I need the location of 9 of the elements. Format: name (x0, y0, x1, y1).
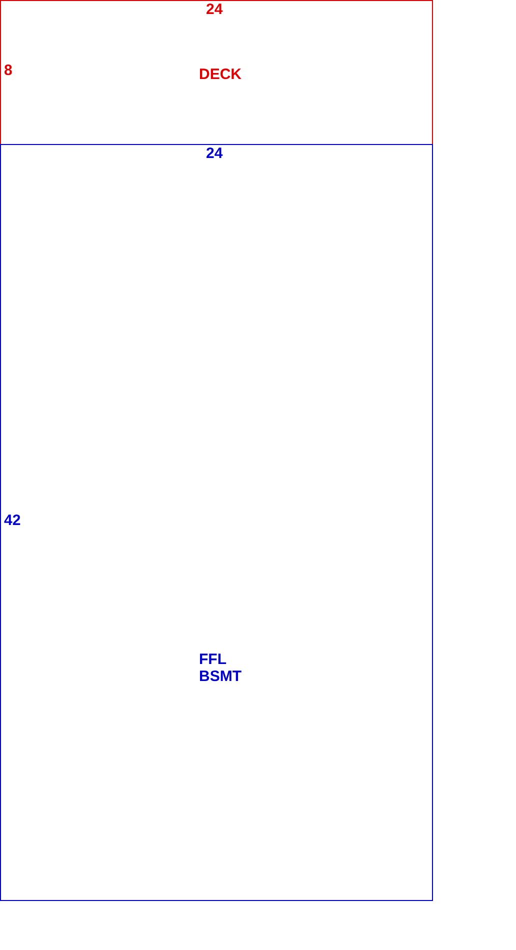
room-label: BSMT (199, 668, 242, 685)
basement-outline (0, 144, 433, 901)
dimension-label: 24 (206, 1, 223, 18)
dimension-label: 42 (4, 512, 21, 529)
room-label: FFL (199, 651, 226, 668)
deck-outline (0, 0, 433, 145)
room-label: DECK (199, 66, 242, 83)
dimension-label: 8 (4, 62, 12, 79)
dimension-label: 24 (206, 145, 223, 162)
